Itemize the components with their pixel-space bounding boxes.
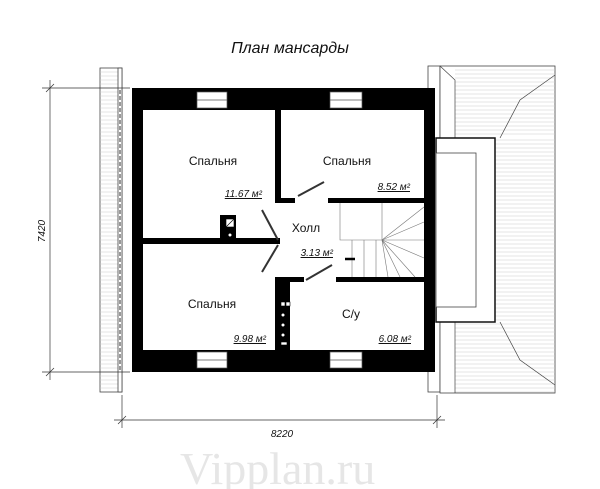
room-label-hall: Холл xyxy=(292,221,320,235)
walls xyxy=(132,88,435,372)
doors xyxy=(261,181,333,281)
room-area-bedroom-3: 9.98 м² xyxy=(234,334,267,345)
ventilation-shafts xyxy=(225,218,291,346)
dimension-height: 7420 xyxy=(37,219,48,242)
room-area-bathroom: 6.08 м² xyxy=(379,334,412,345)
plan-title: План мансарды xyxy=(231,40,349,57)
left-roof xyxy=(99,67,123,393)
dimension-lines xyxy=(42,80,445,428)
windows xyxy=(196,91,363,369)
watermark: Vipplan.ru xyxy=(180,443,375,489)
room-label-bathroom: С/у xyxy=(342,307,360,321)
room-label-bedroom-1: Спальня xyxy=(189,154,237,168)
room-area-bedroom-1: 11.67 м² xyxy=(225,189,263,200)
balcony xyxy=(435,137,496,323)
dimension-width: 8220 xyxy=(271,429,294,440)
room-area-hall: 3.13 м² xyxy=(301,248,334,259)
room-label-bedroom-3: Спальня xyxy=(188,297,236,311)
room-label-bedroom-2: Спальня xyxy=(323,154,371,168)
room-area-bedroom-2: 8.52 м² xyxy=(378,182,411,193)
staircase[interactable] xyxy=(339,203,425,278)
